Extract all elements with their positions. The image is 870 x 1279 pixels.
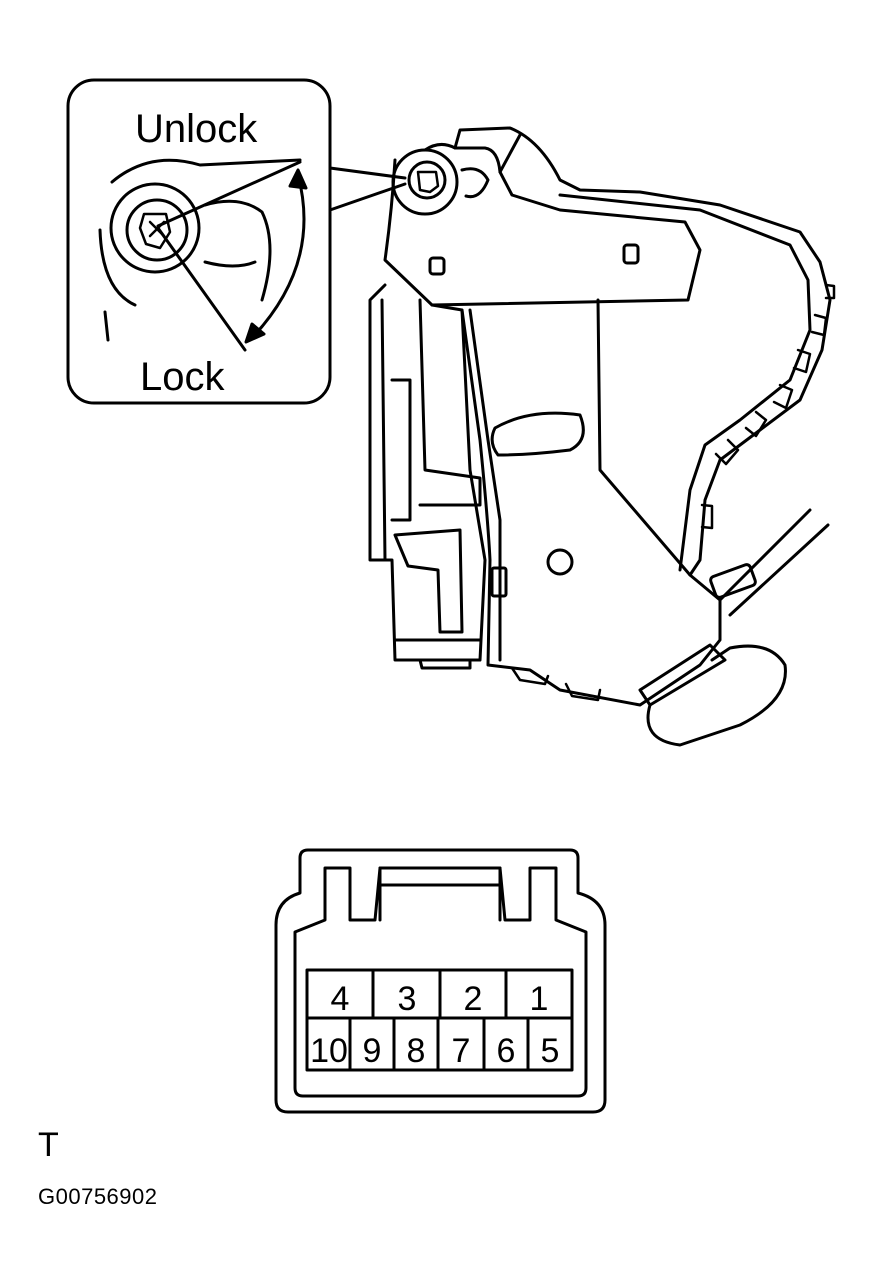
connector-latch <box>378 866 502 922</box>
connector-housing <box>393 528 482 670</box>
back-plate-slot <box>490 411 585 457</box>
main-body <box>368 283 487 662</box>
upper-lever-plate <box>383 143 702 307</box>
lock-pointer-line <box>156 226 247 352</box>
lower-cable <box>638 643 727 707</box>
view-code: T <box>38 1126 59 1164</box>
terminal-7: 7 <box>452 1032 471 1070</box>
lever-cutout <box>460 167 490 199</box>
unlock-pointer-line <box>156 160 302 228</box>
back-plate-inner <box>468 308 502 662</box>
callout-knob <box>109 182 201 274</box>
terminal-4: 4 <box>331 980 350 1018</box>
body-rail-inner <box>418 298 482 507</box>
body-rail-left <box>380 298 412 562</box>
rod-clip <box>709 563 757 599</box>
lock-knob-callout <box>66 78 407 405</box>
actuator-rod <box>718 508 830 617</box>
callout-housing <box>98 158 302 342</box>
cable-jacket-tabs <box>700 283 836 530</box>
back-plate <box>460 298 722 707</box>
rubber-boot <box>646 644 787 747</box>
callout-cam <box>203 199 272 302</box>
top-cover-inner <box>498 133 812 572</box>
terminal-8: 8 <box>407 1032 426 1070</box>
figure-id: G00756902 <box>38 1184 158 1209</box>
terminal-10: 10 <box>310 1032 348 1070</box>
terminal-3: 3 <box>398 980 417 1018</box>
bottom-edge-tabs <box>510 666 602 702</box>
terminal-9: 9 <box>363 1032 382 1070</box>
callout-frame <box>66 78 332 405</box>
connector-face <box>274 848 607 1114</box>
back-plate-tab <box>490 566 508 598</box>
arrowhead-lock-icon <box>244 322 266 344</box>
back-plate-hole <box>546 548 574 576</box>
terminal-5: 5 <box>541 1032 560 1070</box>
connector-inner-wall <box>293 866 588 1098</box>
plate-slot-1 <box>428 256 446 276</box>
unlock-label: Unlock <box>135 107 258 151</box>
terminal-2: 2 <box>464 980 483 1018</box>
lock-label: Lock <box>140 355 225 399</box>
terminal-6: 6 <box>497 1032 516 1070</box>
terminal-1: 1 <box>530 980 549 1018</box>
knob-pivot <box>391 148 459 216</box>
connector-shell <box>274 848 607 1114</box>
plate-slot-2 <box>622 243 640 265</box>
rotation-arc <box>248 173 306 342</box>
arrowhead-unlock-icon <box>288 168 308 190</box>
door-lock-assembly <box>368 126 836 747</box>
top-cover <box>453 126 832 577</box>
